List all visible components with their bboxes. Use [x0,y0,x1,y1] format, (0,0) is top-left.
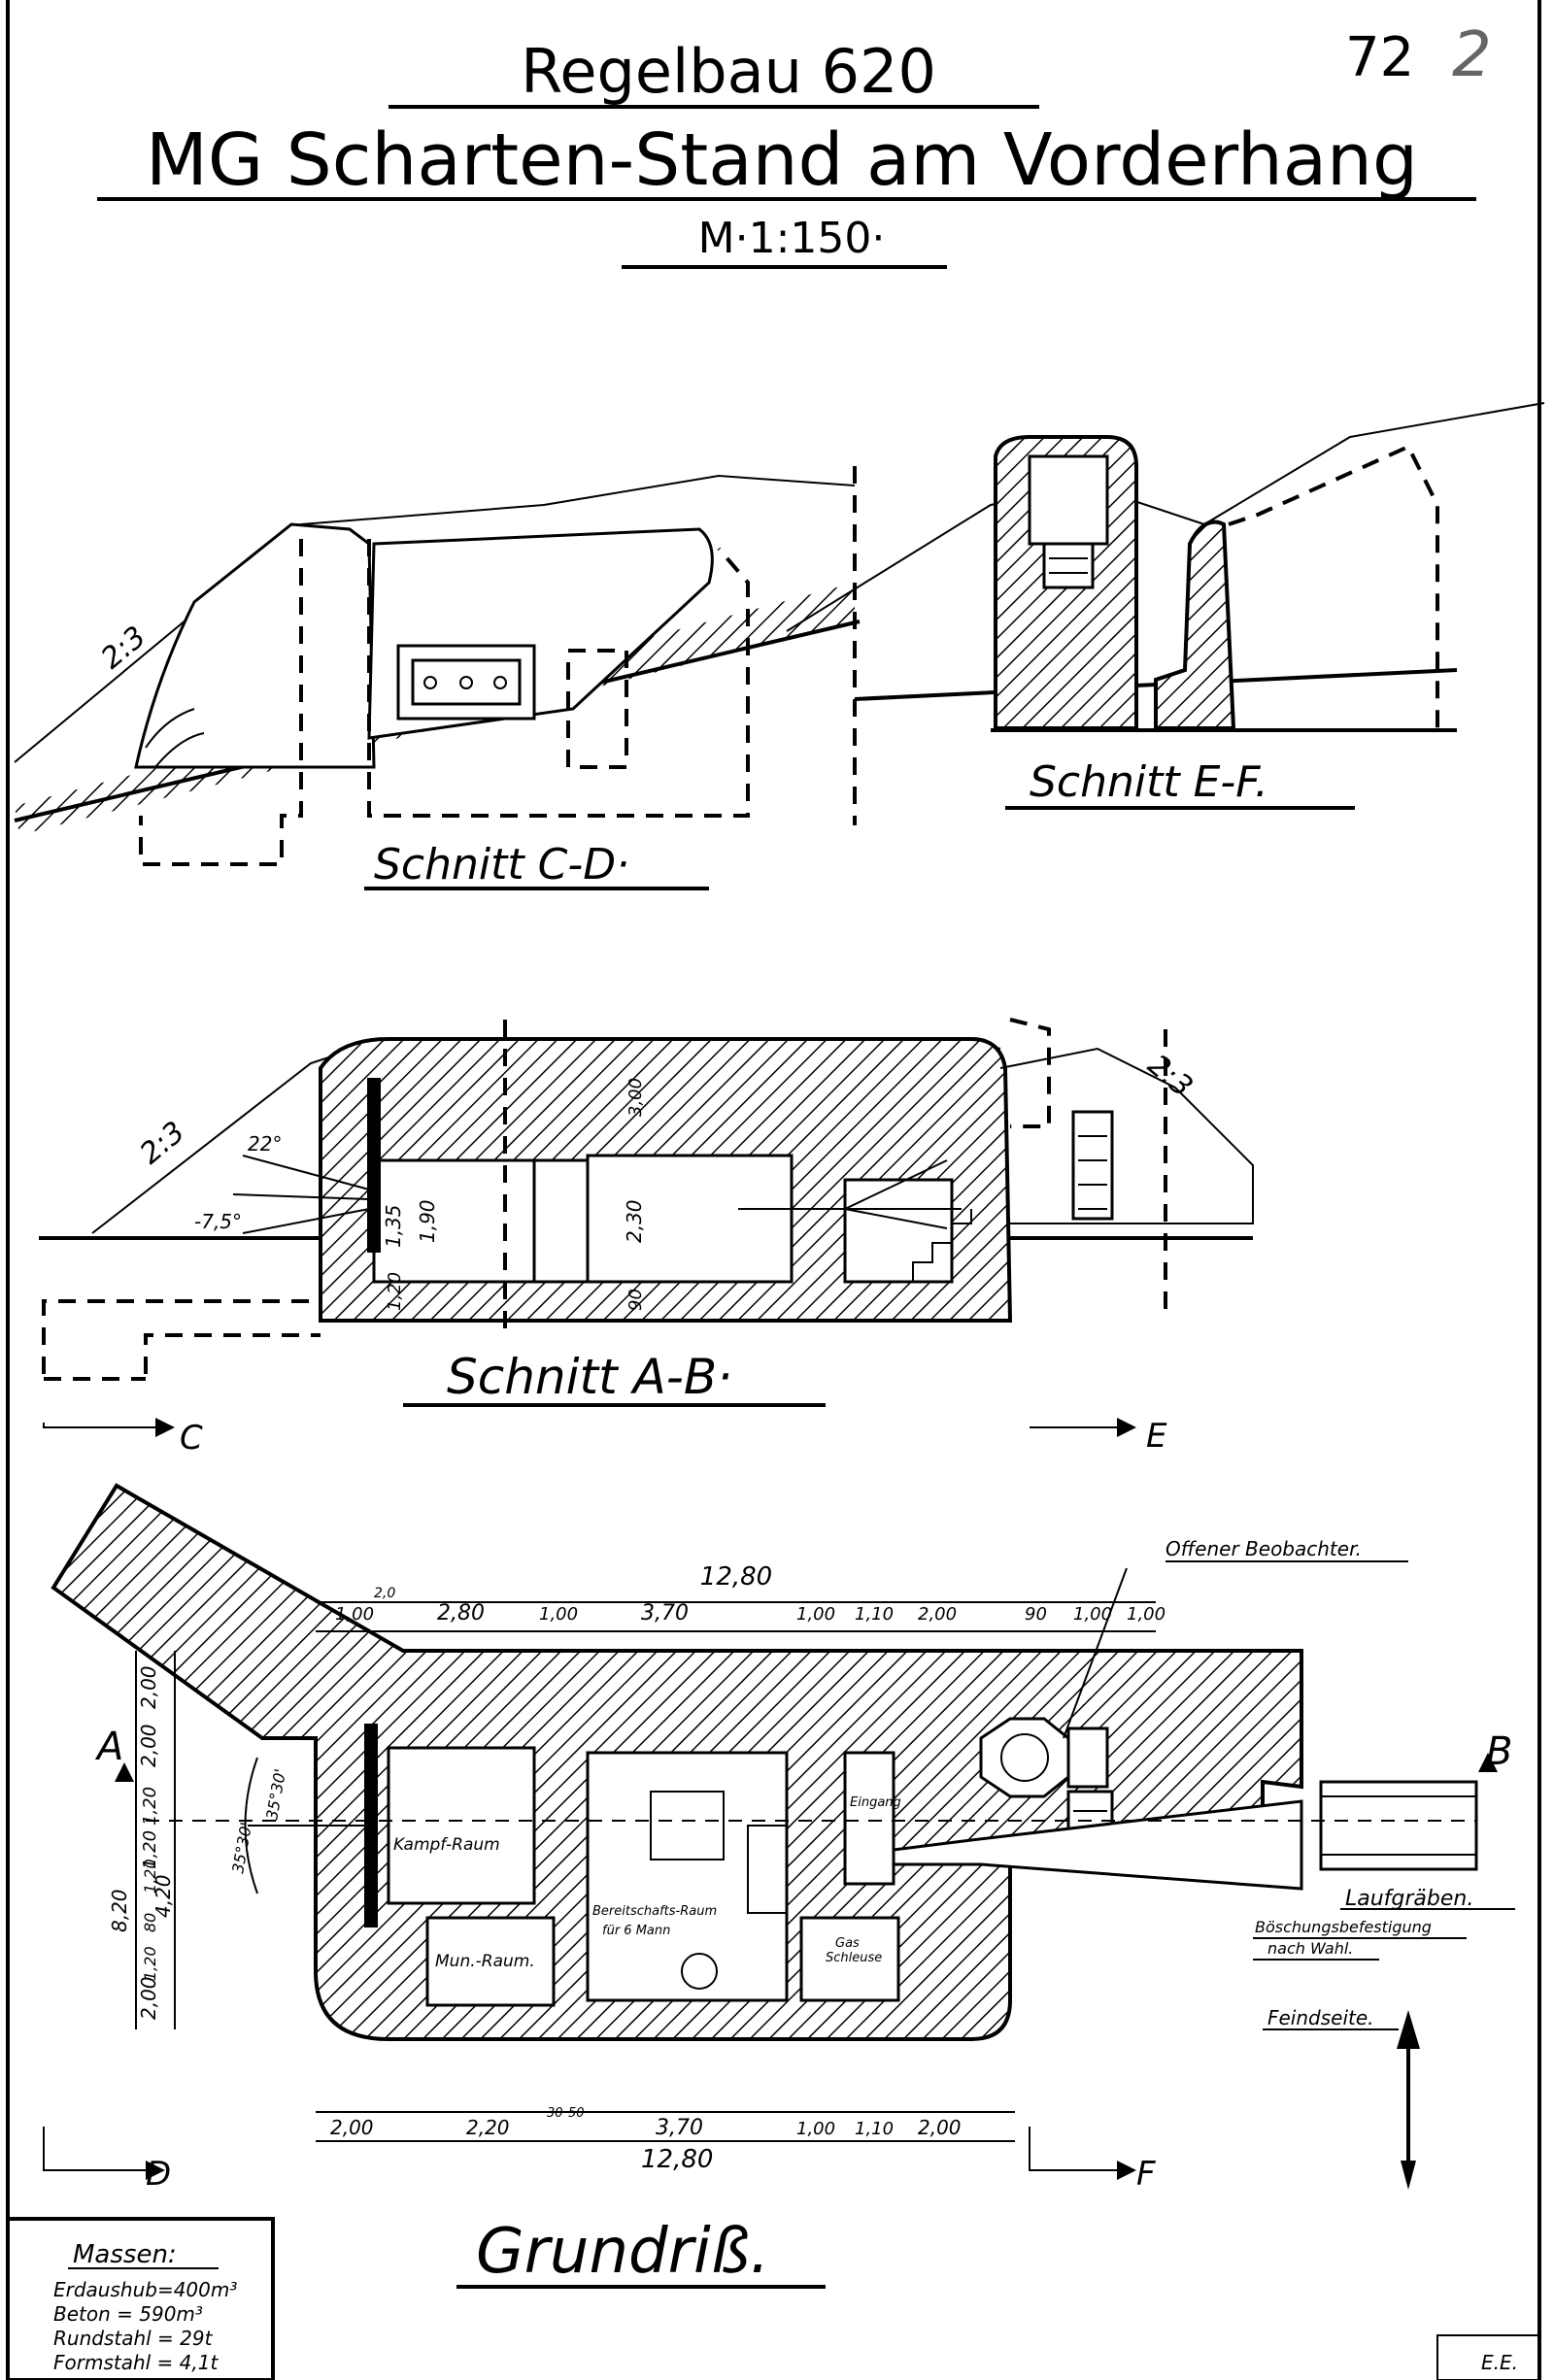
plan-side-dim-6: 8,20 [108,1889,131,1932]
section-marker-f: F [1136,2155,1156,2194]
materials-legend-box [6,2217,275,2380]
plan-side-dim-1: 2,00 [137,1665,160,1709]
plan-side-dim-8: 80 [141,1913,159,1932]
section-ab-dim-230: 2,30 [623,1199,646,1243]
plan-label-schleuse: Schleuse [826,1951,882,1965]
plan-top-dim-2: 2,0 [374,1586,395,1601]
sheet-number-mark: 2 [1452,19,1492,91]
plan-label-eingang: Eingang [850,1795,901,1810]
plan-top-dim-7: 1,10 [855,1604,894,1625]
floor-plan-drawing [43,1418,1498,2190]
section-cd-drawing: 2:3 [14,466,861,866]
plan-side-dim-7: 1,20 [141,1859,159,1894]
section-ab-dim-190: 1,90 [416,1199,439,1243]
section-ab-dim-090: 90 [625,1289,646,1311]
plan-top-dim-1: 1,00 [335,1604,374,1625]
plan-angle-right: 35°30' [262,1767,289,1822]
plan-side-dim-4: 1,20 [140,1830,160,1869]
section-ab-dim-135: 1,35 [382,1204,405,1248]
plan-bottom-dim-1: 2,00 [330,2116,374,2139]
plan-label-munraum: Mun.-Raum. [435,1952,535,1971]
plan-label-laufgraben: Laufgräben. [1345,1887,1473,1911]
section-ab-drawing [39,1018,1254,1381]
plan-top-dim-8: 2,00 [918,1604,957,1625]
plan-label-fuer-6-mann: für 6 Mann [602,1924,670,1938]
section-ab-slope-right: 2:3 [1141,1048,1199,1104]
sheet-number: 72 [1345,26,1414,89]
section-ab-dim-120: 1,20 [385,1272,405,1311]
section-ab-label: Schnitt A-B· [447,1349,732,1405]
initials-box [1436,2334,1540,2380]
plan-label-gas: Gas [835,1936,860,1951]
plan-top-dim-3: 2,80 [437,1601,485,1626]
plan-top-dim-9: 90 [1025,1604,1047,1625]
section-ab-angle-up: 22° [248,1132,282,1156]
materials-legend-row-3: Rundstahl = 29t [53,2327,214,2350]
materials-legend-row-1: Erdaushub=400m³ [53,2278,237,2301]
plan-bottom-dim-4: 50 [568,2106,585,2121]
plan-label-offener-leader [1063,1567,1128,1739]
section-ef-label: Schnitt E-F. [1030,757,1268,807]
title-scale: M·1:150· [698,214,886,263]
plan-top-dim-5: 3,70 [641,1601,689,1626]
plan-label-grundriss: Grundriß. [476,2216,769,2288]
title-line2: MG Scharten-Stand am Vorderhang [146,118,1418,202]
plan-bottom-dim-5: 3,70 [656,2116,703,2140]
section-marker-d: D [146,2155,171,2194]
plan-bottom-dim-7: 1,10 [855,2119,894,2139]
section-cd-label: Schnitt C-D· [374,840,629,889]
section-marker-b: B [1486,1729,1512,1774]
plan-top-dim-10: 1,00 [1073,1604,1112,1625]
materials-legend-row-2: Beton = 590m³ [53,2302,203,2326]
plan-bottom-dim-3: 30 [547,2106,563,2121]
title-line1: Regelbau 620 [521,36,936,107]
plan-side-dim-10: 2,00 [137,1976,160,2020]
plan-label-boeschung: Böschungsbefestigung [1255,1918,1432,1936]
plan-bottom-total: 12,80 [641,2145,713,2174]
section-ab-dim-300: 3,00 [625,1078,646,1117]
plan-side-dim-3: 1,20 [140,1787,160,1826]
plan-label-nach-wahl: nach Wahl. [1267,1939,1353,1958]
section-ef-drawing [786,402,1545,738]
plan-side-dim-5: 4,20 [152,1874,175,1918]
plan-label-offener-beobachter: Offener Beobachter. [1166,1537,1362,1560]
plan-bottom-dim-6: 1,00 [796,2119,835,2139]
plan-top-dim-6: 1,00 [796,1604,835,1625]
materials-legend-row-4: Formstahl = 4,1t [53,2351,219,2374]
section-marker-c: C [180,1419,203,1458]
plan-label-bereitschaftsraum: Bereitschafts-Raum [592,1904,717,1919]
plan-top-dim-4: 1,00 [539,1604,578,1625]
plan-label-feindseite: Feindseite. [1267,2006,1374,2029]
plan-bottom-dim-8: 2,00 [918,2116,962,2139]
initials: E.E. [1481,2351,1518,2374]
plan-label-kampfraum: Kampf-Raum [393,1835,500,1855]
section-cd-slope-label: 2:3 [95,620,152,676]
plan-side-dim-9: 1,20 [141,1946,159,1981]
section-marker-a: A [94,1725,123,1769]
materials-legend-title: Massen: [73,2240,177,2269]
plan-angle-left: 35°30' [228,1821,255,1875]
plan-top-dim-11: 1,00 [1127,1604,1166,1625]
plan-top-total: 12,80 [700,1562,772,1592]
plan-side-dim-2: 2,00 [137,1724,160,1767]
plan-bottom-dim-2: 2,20 [466,2116,510,2139]
section-marker-e: E [1146,1417,1167,1456]
section-ab-angle-down: -7,5° [194,1210,242,1233]
